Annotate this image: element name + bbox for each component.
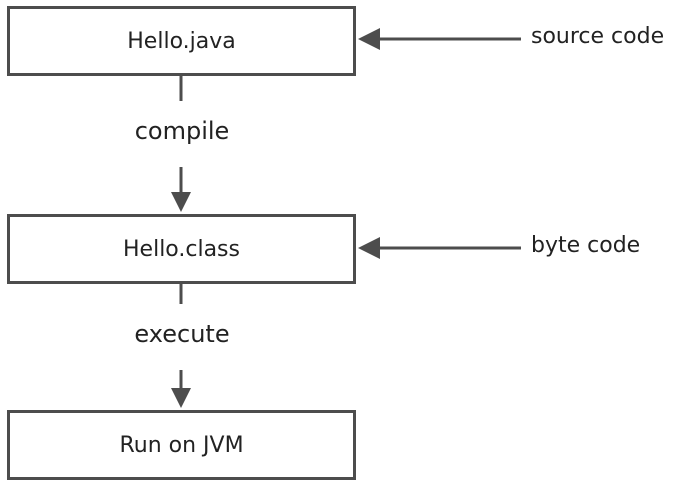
compile-step-label: compile — [134, 117, 230, 145]
execute-arrowhead — [171, 388, 191, 408]
source-file-node: Hello.java — [7, 6, 356, 76]
class-file-label: Hello.class — [123, 236, 240, 262]
source-file-label: Hello.java — [127, 28, 236, 54]
source-code-annotation: source code — [531, 24, 665, 49]
jvm-run-node: Run on JVM — [7, 410, 356, 480]
compile-arrowhead — [171, 192, 191, 212]
execute-step-label: execute — [134, 320, 230, 348]
class-file-node: Hello.class — [7, 214, 356, 284]
byte-code-annotation: byte code — [531, 233, 641, 258]
jvm-run-label: Run on JVM — [119, 432, 244, 458]
bytecode-note-arrowhead — [358, 237, 380, 259]
source-note-arrowhead — [358, 28, 380, 50]
